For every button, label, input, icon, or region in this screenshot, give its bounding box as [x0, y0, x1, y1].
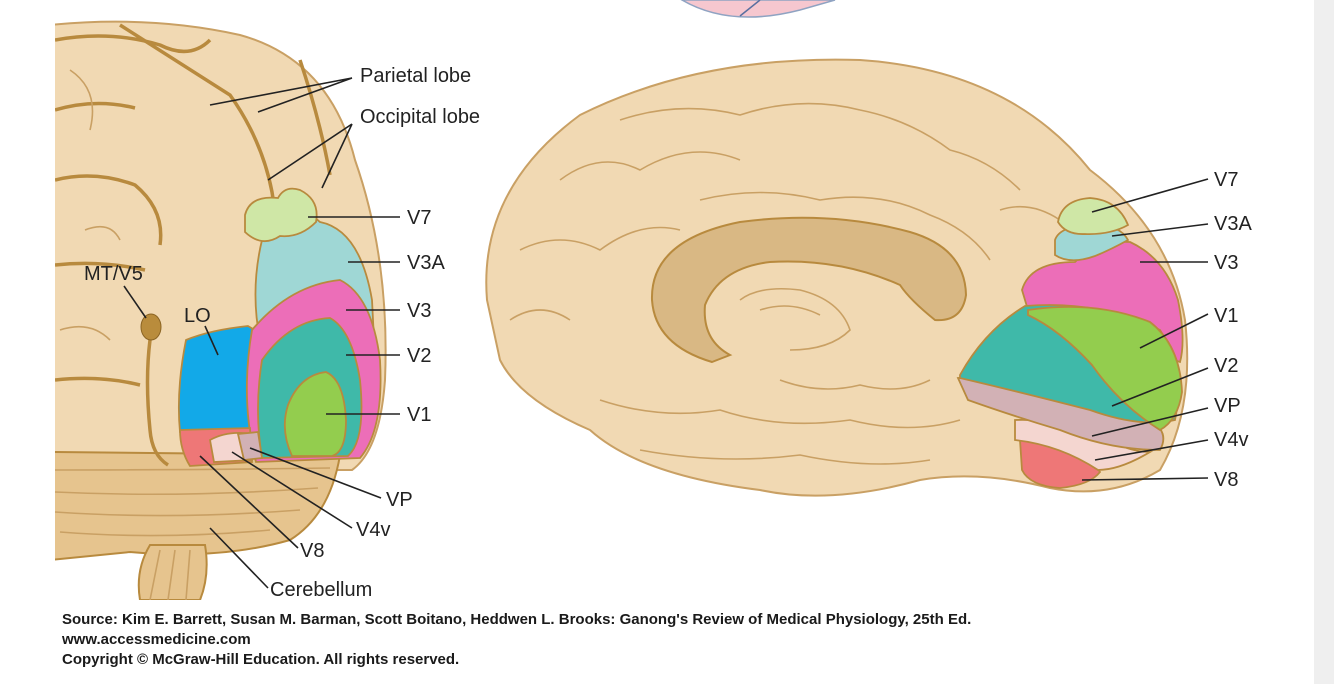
top-fragment-shape: [680, 0, 836, 18]
medial-v1-area: [1027, 305, 1183, 432]
lateral-v7-area: [244, 187, 318, 242]
medial-leader-lines: [1081, 178, 1209, 481]
parietal-lobe-label: Parietal lobe: [360, 65, 471, 87]
occipital-lobe-label: Occipital lobe: [360, 106, 480, 128]
lateral-v3a-label: V3A: [407, 252, 445, 274]
lateral-vp-label: VP: [386, 489, 413, 511]
lateral-v8-label: V8: [300, 540, 324, 562]
medial-v7-label: V7: [1214, 169, 1238, 191]
lateral-v4v-label: V4v: [356, 519, 390, 541]
lateral-view: [55, 20, 387, 600]
medial-view: [485, 58, 1189, 497]
lateral-leader-lines: [123, 77, 400, 589]
lateral-vp-area: [236, 431, 264, 461]
lateral-v1-area: [283, 371, 347, 457]
mt-v5-label: MT/V5: [84, 263, 143, 285]
source-url: www.accessmedicine.com: [62, 631, 251, 648]
lateral-v2-label: V2: [407, 345, 431, 367]
corpus-callosum: [650, 216, 968, 364]
medial-v8-label: V8: [1214, 469, 1238, 491]
medial-vp-label: VP: [1214, 395, 1241, 417]
brainstem-shape: [137, 544, 208, 600]
lateral-v1-label: V1: [407, 404, 431, 426]
medial-v4v-label: V4v: [1214, 429, 1248, 451]
lateral-v3-label: V3: [407, 300, 431, 322]
copyright-notice: Copyright © McGraw-Hill Education. All r…: [62, 651, 460, 668]
lo-label: LO: [184, 305, 211, 327]
medial-v3-label: V3: [1214, 252, 1238, 274]
lateral-v7-label: V7: [407, 207, 431, 229]
top-fragment-line: [739, 0, 761, 17]
cerebellum-label: Cerebellum: [270, 579, 372, 601]
source-caption: Source: Kim E. Barrett, Susan M. Barman,…: [62, 610, 1302, 670]
medial-v3a-label: V3A: [1214, 213, 1252, 235]
medial-v2-label: V2: [1214, 355, 1238, 377]
page-scrollbar[interactable]: [1314, 0, 1334, 684]
medial-v1-label: V1: [1214, 305, 1238, 327]
mt-v5-area: [140, 313, 162, 341]
source-citation: Source: Kim E. Barrett, Susan M. Barman,…: [62, 611, 972, 628]
